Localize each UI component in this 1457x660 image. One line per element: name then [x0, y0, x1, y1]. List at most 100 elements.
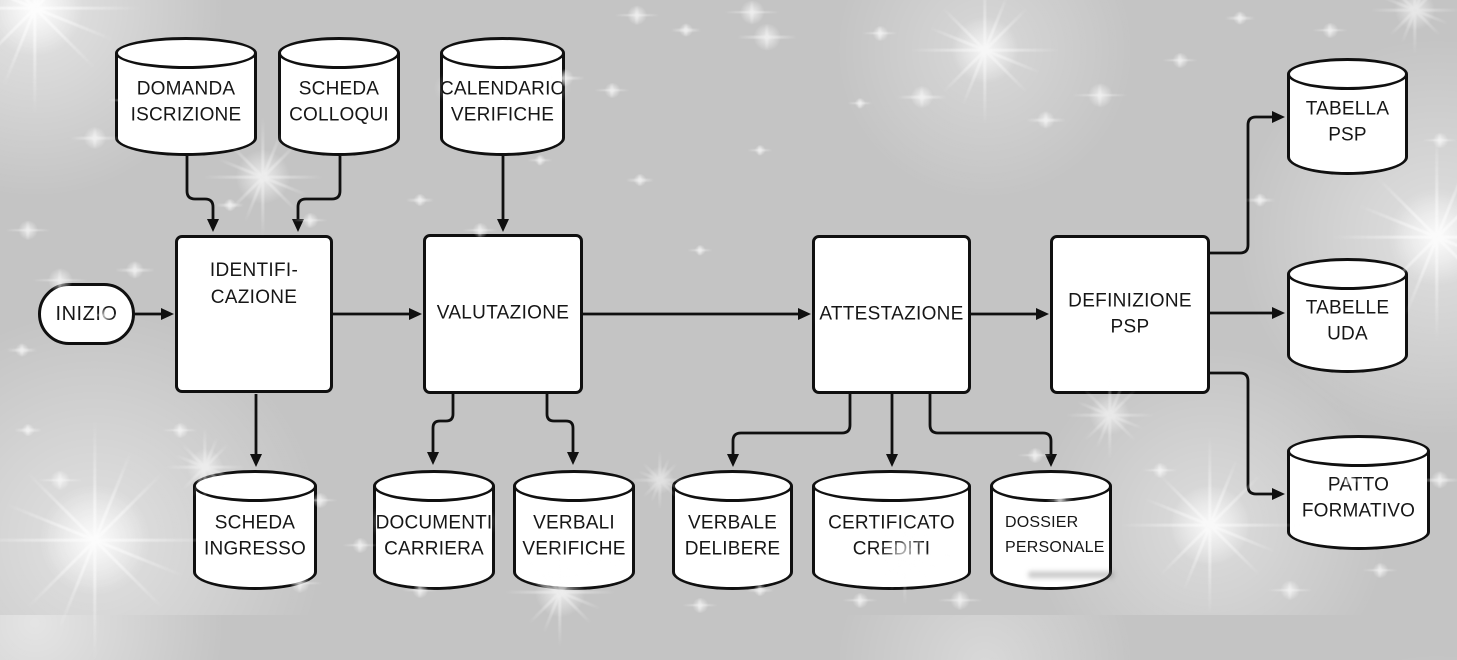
label-line: IDENTIFI- [209, 260, 299, 281]
cylinder-top [440, 37, 565, 69]
datastore-verbale-delibere: VERBALE DELIBERE [672, 470, 793, 590]
arrow-domanda-to-identificazione [185, 156, 219, 232]
cylinder-top [513, 470, 635, 502]
label-line: PSP [1328, 124, 1367, 146]
datastore-domanda-iscrizione: DOMANDA ISCRIZIONE [115, 37, 257, 156]
arrow-attestazione-to-dossier [928, 394, 1057, 467]
label-line: TABELLA [1305, 98, 1390, 120]
arrow-valutazione-to-verbali [545, 394, 579, 465]
datastore-label: CERTIFICATO CREDITI [812, 510, 971, 561]
datastore-tabella-psp: TABELLA PSP [1287, 58, 1408, 175]
datastore-label: CALENDARIO VERIFICHE [440, 77, 565, 128]
cylinder-top [1287, 58, 1408, 90]
illegible-watermark [1028, 571, 1114, 579]
arrow-attestazione-to-verbale-delibere [727, 394, 852, 467]
cylinder-body [440, 53, 565, 156]
datastore-label: VERBALI VERIFICHE [513, 510, 635, 561]
datastore-tabelle-uda: TABELLE UDA [1287, 258, 1408, 373]
cylinder-body [1287, 74, 1408, 175]
datastore-scheda-ingresso: SCHEDA INGRESSO [193, 470, 317, 590]
label-line: CREDITI [852, 538, 931, 559]
arrow-definizione-to-tabella-psp [1210, 111, 1285, 255]
datastore-label: DOCUMENTI CARRIERA [373, 510, 495, 561]
label-line: DOMANDA [136, 78, 236, 100]
datastore-dossier-personale: DOSSIER PERSONALE [990, 470, 1114, 590]
label-line: DOSSIER [1005, 514, 1079, 532]
datastore-calendario-verifiche: CALENDARIO VERIFICHE [440, 37, 565, 156]
cylinder-body [1287, 451, 1430, 550]
label-line: DEFINIZIONE [1068, 289, 1192, 311]
connector-arrows-layer [135, 111, 1285, 500]
label-line: VERIFICHE [522, 538, 626, 559]
arrow-definizione-to-tabelle-uda [1210, 307, 1285, 319]
label-line: PATTO [1327, 474, 1390, 496]
label-line: CERTIFICATO [828, 512, 955, 534]
label-line: ATTESTAZIONE [819, 303, 964, 325]
datastore-label: DOSSIER PERSONALE [990, 511, 1114, 579]
label-line: CALENDARIO [440, 78, 566, 100]
arrow-inizio-to-identificazione [135, 308, 174, 320]
datastore-patto-formativo: PATTO FORMATIVO [1287, 435, 1430, 550]
cylinder-top [1287, 258, 1408, 290]
datastore-label: DOMANDA ISCRIZIONE [115, 77, 257, 128]
label-line: UDA [1327, 323, 1368, 345]
arrow-calendario-to-valutazione [497, 156, 509, 232]
label-line: VERIFICHE [450, 104, 555, 126]
arrow-attestazione-to-certificato [886, 394, 898, 467]
cylinder-top [193, 470, 317, 502]
cylinder-top [373, 470, 495, 502]
label-line: VERBALI [533, 512, 615, 534]
label-line: DOCUMENTI [375, 512, 493, 534]
process-valutazione: VALUTAZIONE [423, 234, 583, 394]
arrow-identificazione-to-valutazione [333, 308, 422, 320]
label-line: SCHEDA [298, 78, 380, 100]
label-line: PSP [1110, 316, 1150, 338]
label-line: INGRESSO [204, 538, 306, 559]
cylinder-top [672, 470, 793, 502]
process-identificazione: IDENTIFI- CAZIONE [175, 235, 333, 393]
process-definizione-psp: DEFINIZIONE PSP [1050, 235, 1210, 394]
cylinder-top [1287, 435, 1430, 467]
datastore-label: SCHEDA COLLOQUI [278, 77, 400, 128]
cylinder-top [278, 37, 400, 69]
datastore-documenti-carriera: DOCUMENTI CARRIERA [373, 470, 495, 590]
label-line: FORMATIVO [1301, 500, 1416, 522]
label-line: VALUTAZIONE [436, 302, 570, 324]
label-line: PERSONALE [1005, 539, 1105, 556]
cylinder-body [373, 486, 495, 590]
label-line: SCHEDA [214, 512, 296, 534]
label-line: COLLOQUI [289, 104, 389, 126]
arrow-identificazione-to-scheda-ingresso [250, 394, 262, 467]
label-line: DELIBERE [684, 538, 781, 559]
label-line: CARRIERA [384, 538, 484, 559]
label-line: TABELLE [1305, 297, 1390, 319]
datastore-verbali-verifiche: VERBALI VERIFICHE [513, 470, 635, 590]
datastore-label: PATTO FORMATIVO [1287, 473, 1430, 524]
start-label: INIZIO [55, 302, 118, 325]
process-attestazione: ATTESTAZIONE [812, 235, 971, 394]
process-label: ATTESTAZIONE [815, 301, 968, 328]
process-label: DEFINIZIONE PSP [1053, 288, 1207, 341]
label-line: VERBALE [687, 512, 778, 534]
process-label: IDENTIFI- CAZIONE [178, 258, 330, 311]
process-label: VALUTAZIONE [426, 301, 580, 328]
cylinder-top [812, 470, 971, 502]
start-node-inizio: INIZIO [38, 283, 135, 345]
datastore-label: VERBALE DELIBERE [672, 510, 793, 561]
arrow-valutazione-to-documenti [427, 394, 455, 465]
cylinder-body [990, 486, 1112, 590]
arrow-colloqui-to-identificazione [292, 156, 342, 232]
datastore-label: TABELLA PSP [1287, 97, 1408, 148]
label-line: CAZIONE [210, 286, 298, 308]
flowchart: INIZIO IDENTIFI- CAZIONE VALUTAZIONE ATT… [38, 37, 1430, 590]
arrow-valutazione-to-attestazione [583, 308, 811, 320]
cylinder-top [990, 470, 1112, 502]
datastore-label: TABELLE UDA [1287, 296, 1408, 347]
datastore-scheda-colloqui: SCHEDA COLLOQUI [278, 37, 400, 156]
cylinder-top [115, 37, 257, 69]
datastore-certificato-crediti: CERTIFICATO CREDITI [812, 470, 971, 590]
datastore-label: SCHEDA INGRESSO [193, 510, 317, 561]
arrow-attestazione-to-definizione [971, 308, 1049, 320]
cylinder-body [672, 486, 793, 590]
